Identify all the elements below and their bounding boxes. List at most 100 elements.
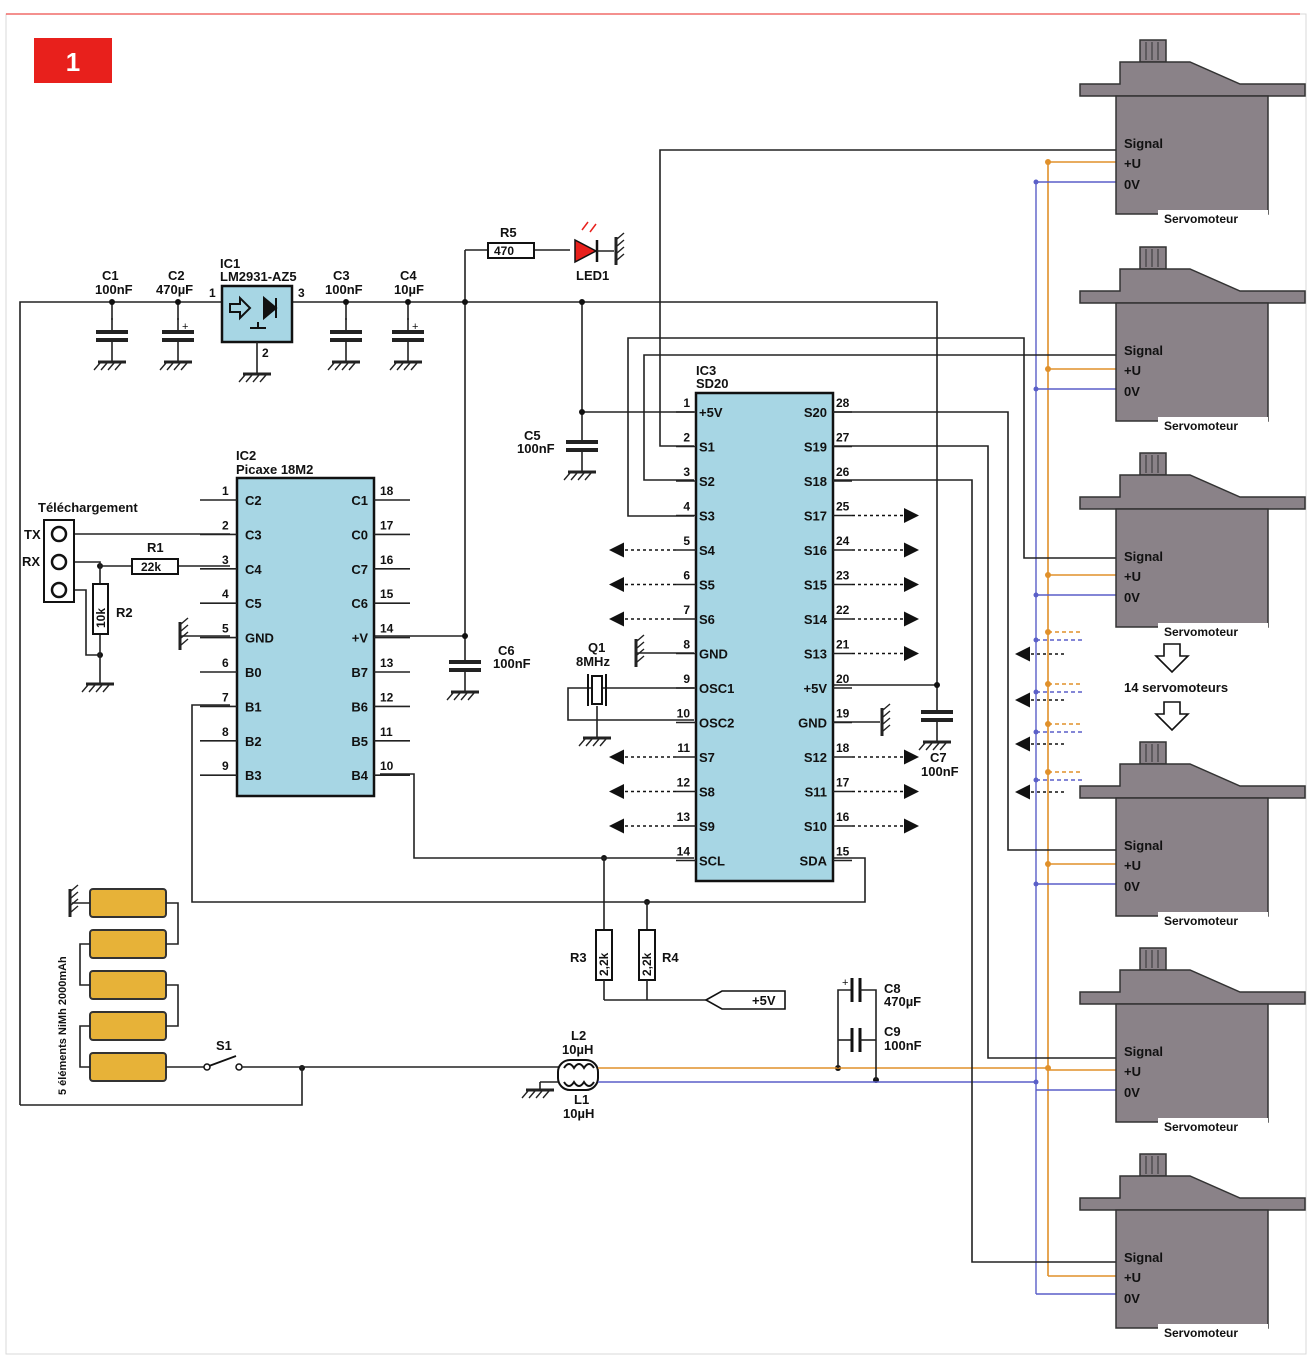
resistor-r4: 2,2k R4 (638, 902, 679, 1000)
servo-zero-v-label: 0V (1124, 1085, 1140, 1100)
svg-text:22k: 22k (141, 560, 161, 574)
ic3-pin-name: S11 (805, 785, 827, 800)
svg-text:100nF: 100nF (325, 282, 363, 297)
ic2-pin-name: B2 (245, 734, 262, 749)
switch-s1: S1 (20, 1038, 560, 1106)
servo-signal-label: Signal (1124, 1044, 1163, 1059)
servo-signal-label: Signal (1124, 1250, 1163, 1265)
ic2-pin-name: GND (245, 631, 274, 646)
servo-plus-u-label: +U (1124, 1270, 1141, 1285)
ic3-pin-name: S1 (699, 440, 715, 455)
svg-text:5 éléments NiMh 2000mAh: 5 éléments NiMh 2000mAh (57, 956, 69, 1095)
ic3-pin-name: OSC1 (699, 681, 734, 696)
figure-number: 1 (66, 47, 80, 77)
ic3-pin-number: 16 (836, 810, 850, 824)
svg-text:C6: C6 (498, 643, 515, 658)
ic3-pin-name: S10 (804, 819, 827, 834)
svg-text:10µH: 10µH (563, 1106, 594, 1121)
choke-l1-l2: L2 10µH L1 10µH (520, 1028, 1048, 1121)
servo-count-note: 14 servomoteurs (1124, 643, 1228, 732)
servo-caption-bg (1158, 912, 1268, 926)
svg-text:Q1: Q1 (588, 640, 605, 655)
svg-text:L2: L2 (571, 1028, 586, 1043)
ic3-pin-name: S16 (804, 543, 827, 558)
servo-zero-v-label: 0V (1124, 1291, 1140, 1306)
ic3-pin-number: 24 (836, 534, 850, 548)
download-connector: Téléchargement TX RX (22, 500, 138, 603)
ic3-pin-name: S15 (804, 578, 827, 593)
ic2-pin-name: B5 (351, 734, 368, 749)
ic3-pin-number: 10 (677, 707, 691, 721)
ic3-pin-name: S2 (699, 474, 715, 489)
svg-text:14 servomoteurs: 14 servomoteurs (1124, 680, 1228, 695)
ic3-pin-number: 12 (677, 776, 691, 790)
regulator-ic1: IC1 LM2931-AZ5 1 2 3 (209, 256, 305, 384)
servo-name-label: Servomoteur (1164, 212, 1238, 226)
ic2-pin-number: 3 (222, 553, 229, 567)
ic3-pin-name: S18 (804, 474, 827, 489)
servo-signal-label: Signal (1124, 838, 1163, 853)
ic2-pin-name: C2 (245, 493, 262, 508)
svg-text:100nF: 100nF (517, 441, 555, 456)
ic2-pin-number: 2 (222, 518, 229, 532)
ic3-pin-name: S9 (699, 819, 715, 834)
servo-zero-v-label: 0V (1124, 879, 1140, 894)
servo-plus-u-label: +U (1124, 1064, 1141, 1079)
ic3-pin-name: S14 (804, 612, 828, 627)
ic3-pin-number: 13 (677, 810, 691, 824)
servo-motor: Signal +U 0V Servomoteur (1079, 1153, 1306, 1340)
servo-zero-v-label: 0V (1124, 590, 1140, 605)
ic3-pin-number: 27 (836, 431, 850, 445)
svg-text:LM2931-AZ5: LM2931-AZ5 (220, 269, 297, 284)
servo-name-label: Servomoteur (1164, 914, 1238, 928)
ic2-pin-name: C4 (245, 562, 262, 577)
ic3-pin-name: S5 (699, 578, 715, 593)
svg-text:Picaxe 18M2: Picaxe 18M2 (236, 462, 313, 477)
capacitor-c1: C1 100nF (92, 268, 133, 372)
ic3-pin-number: 1 (683, 396, 690, 410)
capacitor-c6: C6 100nF (445, 643, 531, 702)
ic3-pin-number: 9 (683, 672, 690, 686)
ic3-pin-number: 19 (836, 707, 850, 721)
servo-name-label: Servomoteur (1164, 625, 1238, 639)
ic2-pin-name: B7 (351, 665, 368, 680)
svg-text:10µH: 10µH (562, 1042, 593, 1057)
ic3-pin-number: 23 (836, 569, 850, 583)
battery-pack: 5 éléments NiMh 2000mAh (57, 883, 179, 1095)
ic3-pin-number: 6 (683, 569, 690, 583)
servo-plus-u-label: +U (1124, 363, 1141, 378)
ic3-pin-number: 3 (683, 465, 690, 479)
ic3-pin-number: 4 (683, 500, 690, 514)
resistor-r3: 2,2k R3 (570, 858, 613, 1000)
crystal-q1: Q1 8MHz (567, 640, 694, 748)
ic3-pin-name: S3 (699, 509, 715, 524)
servo-name-label: Servomoteur (1164, 1326, 1238, 1340)
svg-text:Téléchargement: Téléchargement (38, 500, 138, 515)
svg-text:470µF: 470µF (156, 282, 193, 297)
servo-signal-arrows (1015, 646, 1064, 800)
figure-badge: 1 (34, 38, 112, 83)
servo-group: Signal+U0VServomoteurSignal+U0VServomote… (1079, 39, 1306, 1340)
ic3-pin-name: GND (798, 716, 827, 731)
ic3-pin-name: S13 (804, 647, 827, 662)
servo-bus (1033, 159, 1118, 1295)
ic2-pin-name: B1 (245, 699, 262, 714)
ic3-sd20: IC3 SD20 1+5V2S13S24S35S46S57S68GND9OSC1… (676, 363, 852, 883)
svg-text:C3: C3 (333, 268, 350, 283)
svg-text:1: 1 (209, 286, 216, 300)
ic3-pin-number: 5 (683, 534, 690, 548)
ic2-pin-name: +V (352, 631, 369, 646)
servo-signal-label: Signal (1124, 549, 1163, 564)
resistor-r5: R5 470 (487, 225, 535, 259)
svg-text:C1: C1 (102, 268, 119, 283)
ic3-pin-name: S4 (699, 543, 716, 558)
svg-text:RX: RX (22, 554, 40, 569)
svg-text:100nF: 100nF (95, 282, 133, 297)
servo-zero-v-label: 0V (1124, 384, 1140, 399)
capacitor-c3: C3 100nF (325, 268, 364, 372)
servo-caption-bg (1158, 210, 1268, 224)
ic3-pin-name: OSC2 (699, 716, 734, 731)
